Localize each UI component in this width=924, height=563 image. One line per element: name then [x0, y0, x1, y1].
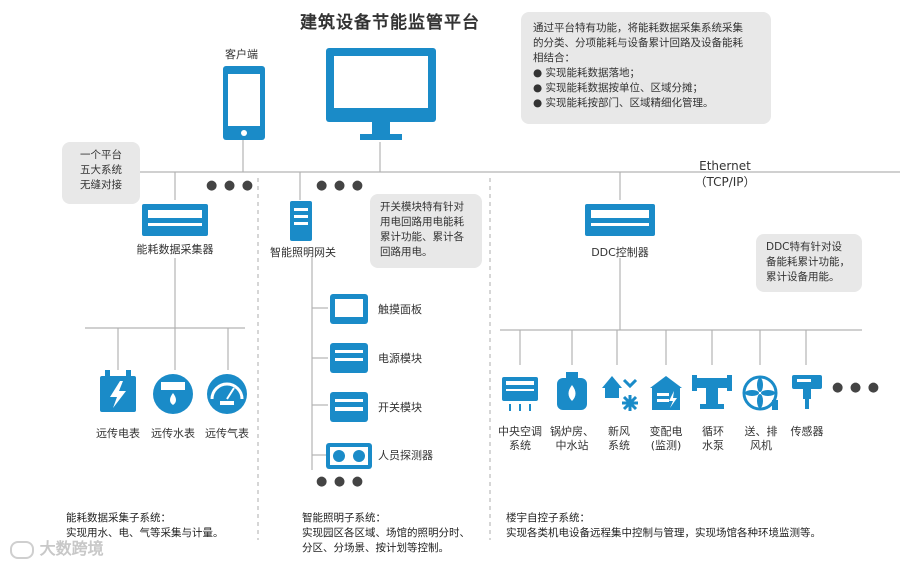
bas-device-label: 锅炉房、中水站 — [550, 425, 594, 452]
gateway-device-icon — [290, 201, 312, 241]
bas-device-label: 送、排风机 — [744, 425, 778, 452]
ac-icon — [502, 377, 538, 411]
touch-panel-label: 触摸面板 — [378, 303, 422, 316]
sensor-icon — [792, 375, 822, 409]
integration-note-bubble: 一个平台 五大系统 无缝对接 — [62, 142, 140, 204]
watermark-logo: 大数跨境 — [10, 535, 104, 559]
energy-subsystem-caption: 能耗数据采集子系统： 实现用水、电、气等采集与计量。 — [66, 511, 224, 541]
more-modules-ellipsis: ● ● ● — [316, 474, 365, 489]
collector-label: 能耗数据采集器 — [136, 243, 214, 256]
ddc-note-line: DDC特有针对设 — [766, 241, 843, 253]
substation-icon — [650, 376, 682, 410]
caption-title: 智能照明子系统： — [302, 512, 386, 524]
caption-title: 楼宇自控子系统： — [506, 512, 590, 524]
platform-note-bullet: ● 实现能耗数据落地； — [533, 67, 640, 79]
ddc-device-icon — [585, 204, 655, 236]
client-label: 客户端 — [225, 48, 258, 61]
watermark-text: 大数跨境 — [39, 539, 104, 558]
switch-module-note-bubble: 开关模块特有针对 用电回路用电能耗 累计功能、累计各 回路用电。 — [370, 194, 482, 268]
ddc-note-bubble: DDC特有针对设 备能耗累计功能， 累计设备用能。 — [756, 234, 862, 292]
switch-module-icon — [330, 392, 368, 422]
water-meter-icon — [153, 374, 193, 414]
more-bas-ellipsis: ● ● ● — [832, 380, 881, 395]
pump-icon — [692, 375, 732, 409]
bas-subsystem-caption: 楼宇自控子系统： 实现各类机电设备远程集中控制与管理，实现场馆各种环境监测等。 — [506, 511, 821, 541]
electric-meter-label: 远传电表 — [96, 427, 140, 440]
integration-note-line: 五大系统 — [80, 164, 122, 176]
bas-device-label: 中央空调系统 — [498, 425, 542, 452]
ethernet-label: Ethernet （TCP/IP） — [690, 158, 760, 190]
integration-note-line: 一个平台 — [80, 149, 122, 161]
water-meter-label: 远传水表 — [151, 427, 195, 440]
more-devices-ellipsis: ● ● ● — [206, 178, 255, 193]
platform-note-line: 的分类、分项能耗与设备累计回路及设备能耗 — [533, 37, 743, 49]
switch-note-line: 累计功能、累计各 — [380, 231, 464, 243]
ddc-label: DDC控制器 — [591, 246, 649, 259]
fresh-air-icon — [602, 376, 638, 411]
ddc-note-line: 累计设备用能。 — [766, 271, 840, 283]
gateway-label: 智能照明网关 — [270, 246, 336, 259]
integration-note-line: 无缝对接 — [80, 179, 122, 191]
switch-note-line: 用电回路用电能耗 — [380, 216, 464, 228]
platform-note-bubble: 通过平台特有功能，将能耗数据采集系统采集 的分类、分项能耗与设备累计回路及设备能… — [521, 12, 771, 124]
fan-icon — [742, 375, 778, 411]
switch-note-line: 回路用电。 — [380, 246, 433, 258]
caption-text: 实现各类机电设备远程集中控制与管理，实现场馆各种环境监测等。 — [506, 527, 821, 539]
boiler-icon — [557, 372, 587, 410]
occupancy-sensor-icon — [326, 443, 372, 469]
touch-panel-icon — [330, 294, 368, 324]
caption-title: 能耗数据采集子系统： — [66, 512, 171, 524]
switch-note-line: 开关模块特有针对 — [380, 201, 464, 213]
occupancy-sensor-label: 人员探测器 — [378, 449, 433, 462]
ethernet-line1: Ethernet — [699, 159, 751, 173]
more-devices-ellipsis: ● ● ● — [316, 178, 365, 193]
monitor-icon — [326, 48, 436, 140]
bas-device-label: 新风系统 — [608, 425, 630, 452]
caption-text: 实现用水、电、气等采集与计量。 — [66, 527, 224, 539]
ddc-note-line: 备能耗累计功能， — [766, 256, 850, 268]
caption-text: 实现园区各区域、场馆的照明分时、 — [302, 527, 470, 539]
power-module-icon — [330, 343, 368, 373]
tablet-icon — [223, 66, 265, 140]
gas-meter-icon — [207, 374, 247, 414]
platform-note-bullet: ● 实现能耗数据按单位、区域分摊； — [533, 82, 703, 94]
bas-device-label: 循环水泵 — [702, 425, 724, 452]
ethernet-line2: （TCP/IP） — [694, 175, 756, 189]
electric-meter-icon — [100, 370, 136, 412]
bas-device-label: 传感器 — [790, 425, 824, 438]
collector-device-icon — [142, 204, 208, 236]
power-module-label: 电源模块 — [378, 352, 422, 365]
platform-note-line: 通过平台特有功能，将能耗数据采集系统采集 — [533, 22, 743, 34]
gas-meter-label: 远传气表 — [205, 427, 249, 440]
platform-note-bullet: ● 实现能耗按部门、区域精细化管理。 — [533, 97, 714, 109]
platform-note-line: 相结合： — [533, 52, 575, 64]
caption-text: 分区、分场景、按计划等控制。 — [302, 542, 449, 554]
bas-device-label: 变配电(监测) — [649, 425, 683, 452]
switch-module-label: 开关模块 — [378, 401, 422, 414]
page-title: 建筑设备节能监管平台 — [300, 13, 480, 33]
lighting-subsystem-caption: 智能照明子系统： 实现园区各区域、场馆的照明分时、 分区、分场景、按计划等控制。 — [302, 511, 470, 556]
